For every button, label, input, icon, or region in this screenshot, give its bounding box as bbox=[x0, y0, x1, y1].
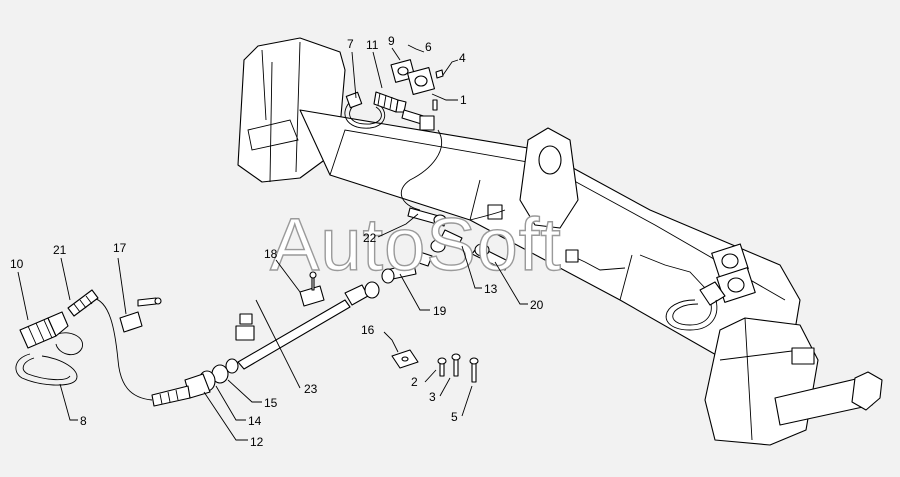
callout-13: 13 bbox=[484, 282, 498, 296]
callout-12: 12 bbox=[250, 435, 264, 449]
callout-10: 10 bbox=[10, 257, 24, 271]
callouts: 7 11 9 6 4 1 22 13 20 19 18 16 2 3 5 23 … bbox=[10, 34, 544, 449]
callout-9: 9 bbox=[388, 34, 395, 48]
callout-21: 21 bbox=[53, 243, 67, 257]
main-frame bbox=[237, 37, 883, 446]
hose-23 bbox=[151, 281, 380, 407]
leader-lines bbox=[17, 44, 528, 441]
callout-3: 3 bbox=[429, 390, 436, 404]
watermark: AutoSoft bbox=[270, 203, 562, 286]
callout-6: 6 bbox=[425, 40, 432, 54]
callout-11: 11 bbox=[366, 38, 379, 52]
callout-17: 17 bbox=[113, 241, 127, 255]
callout-4: 4 bbox=[459, 51, 466, 65]
callout-15: 15 bbox=[264, 396, 278, 410]
callout-2: 2 bbox=[411, 375, 418, 389]
top-fittings bbox=[344, 59, 444, 131]
clamps-and-bolts bbox=[299, 271, 479, 383]
callout-20: 20 bbox=[530, 298, 544, 312]
callout-7: 7 bbox=[347, 37, 354, 51]
callout-1: 1 bbox=[460, 93, 467, 107]
callout-8: 8 bbox=[80, 414, 87, 428]
left-coupler-group bbox=[15, 289, 162, 401]
callout-14: 14 bbox=[248, 414, 262, 428]
callout-19: 19 bbox=[433, 304, 447, 318]
callout-22: 22 bbox=[363, 231, 377, 245]
callout-18: 18 bbox=[264, 247, 278, 261]
callout-5: 5 bbox=[451, 410, 458, 424]
center-fittings bbox=[381, 204, 511, 284]
callout-23: 23 bbox=[304, 382, 318, 396]
callout-16: 16 bbox=[361, 323, 375, 337]
